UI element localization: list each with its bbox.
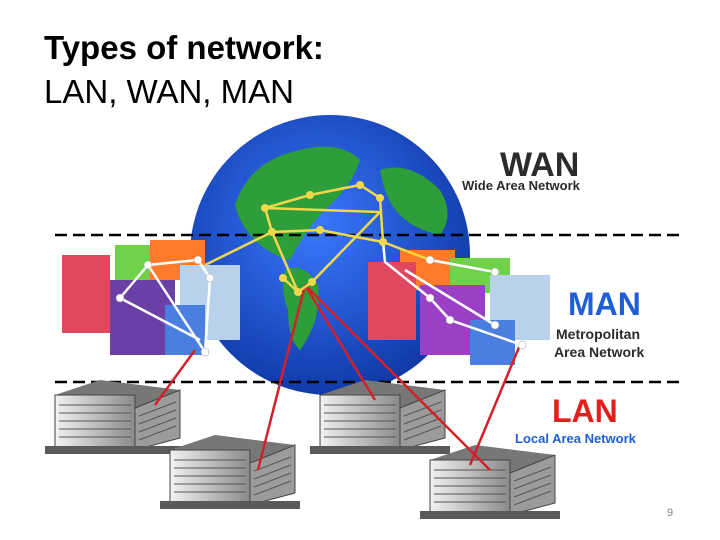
lan-full-name: Local Area Network	[515, 431, 637, 446]
man-full-name-line-2: Area Network	[554, 344, 644, 360]
man-nodes	[115, 255, 527, 357]
man-building-cluster-right	[368, 250, 550, 365]
wan-acronym: WAN	[500, 146, 579, 184]
man-label: MAN Metropolitan Area Network	[554, 286, 644, 360]
slide-title: Types of network: LAN, WAN, MAN	[44, 26, 324, 114]
wan-nodes	[261, 181, 387, 296]
wan-label: WAN Wide Area Network	[462, 146, 581, 193]
lan-links	[153, 284, 522, 471]
man-links	[119, 241, 523, 353]
lan-acronym: LAN	[552, 393, 618, 429]
wan-full-name: Wide Area Network	[462, 178, 581, 193]
lan-building-4	[419, 444, 561, 520]
man-acronym: MAN	[568, 286, 641, 322]
slide-number: 9	[667, 507, 674, 519]
title-line-1: Types of network:	[44, 29, 324, 66]
man-full-name-line-1: Metropolitan	[556, 326, 640, 342]
title-line-2: LAN, WAN, MAN	[44, 73, 294, 110]
lan-label: LAN Local Area Network	[515, 393, 637, 446]
